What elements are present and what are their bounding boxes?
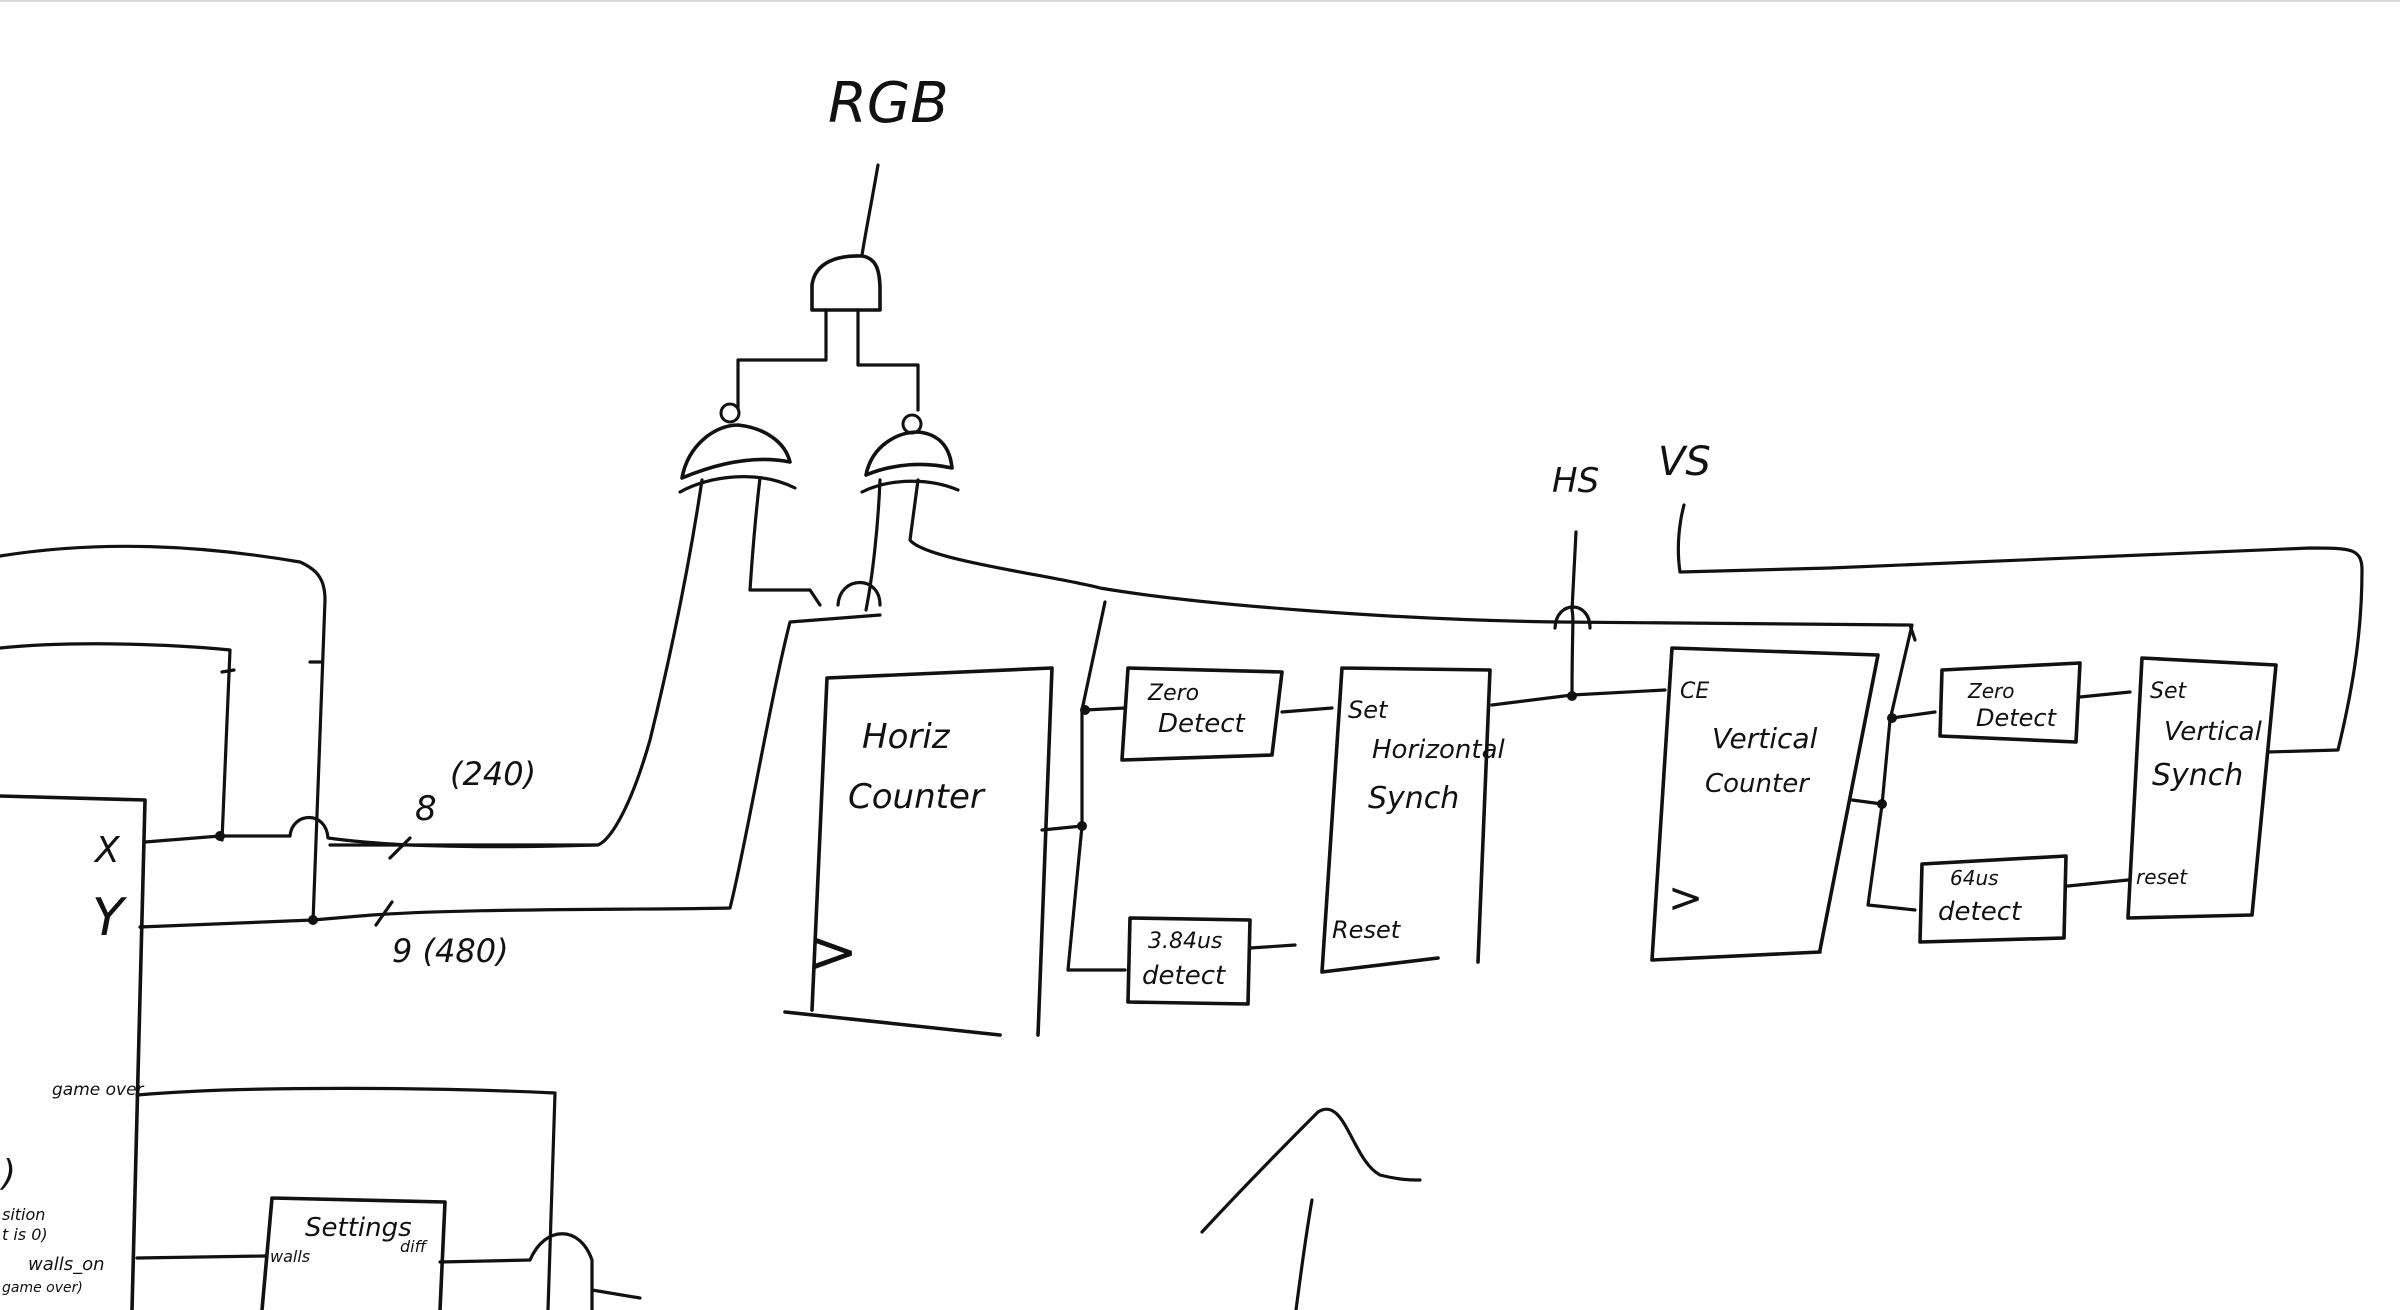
y-bus-label: 9 (480) (392, 932, 509, 970)
xnor-right-in-b (908, 478, 1917, 642)
hs-label: HS (1552, 461, 1599, 501)
game-over-wire (135, 1086, 557, 1310)
bottom-arrow-sketch (1200, 1107, 1422, 1234)
detect-3-84-to-reset (1248, 943, 1297, 950)
detect-3-84-box (1126, 916, 1252, 1006)
left-bus-upper (0, 544, 327, 924)
hs-output-wire (1490, 688, 1667, 707)
settings-out-wire (590, 1288, 642, 1300)
zero-detect-v-line1: Zero (1967, 679, 2014, 703)
x-bus-slash (388, 836, 412, 860)
x-bus-range-label: (240) (450, 755, 536, 793)
horiz-counter-line1: Horiz (862, 717, 951, 757)
vertical-counter-out (1850, 798, 1884, 806)
vertical-to-zero (1890, 710, 1937, 720)
horiz-counter-line2: Counter (848, 777, 986, 817)
left-cut-label-2: sition (2, 1205, 45, 1224)
hs-hop (1553, 605, 1592, 630)
vertical-counter-ce: CE (1680, 679, 1709, 704)
settings-box (260, 1196, 447, 1310)
horiz-counter-out (1040, 824, 1084, 832)
xnor-gate-left (680, 423, 792, 480)
wire-hop-horiz (836, 581, 882, 607)
zero-detect-h-box (1120, 666, 1284, 762)
xnor-left-bubble (719, 402, 741, 424)
vertical-synch-line2: Synch (2152, 758, 2243, 793)
vertical-counter-clock-symbol: > (1668, 873, 1703, 922)
zero-detect-v-line2: Detect (1976, 704, 2058, 732)
detect-64-line1: 64us (1950, 866, 1999, 890)
walls-on-label: walls_on (28, 1254, 105, 1275)
horizontal-synch-box (1320, 666, 1492, 974)
rgb-output-wire (860, 163, 880, 257)
horizontal-synch-reset: Reset (1332, 916, 1402, 944)
zero-detect-h-line2: Detect (1158, 709, 1246, 739)
vertical-synch-box (2126, 656, 2278, 920)
settings-diff-port: diff (400, 1237, 429, 1256)
left-bus-lower (0, 642, 232, 842)
and-gate (810, 254, 882, 312)
top-border (0, 0, 2400, 2)
xnor-gate-right (864, 430, 954, 477)
horiz-junction-2 (1077, 821, 1087, 831)
vertical-synch-reset: reset (2136, 865, 2188, 889)
settings-title: Settings (305, 1213, 412, 1243)
horiz-out-trunk (1066, 600, 1127, 972)
and-input-right (856, 308, 920, 412)
vertical-synch-set: Set (2150, 679, 2188, 704)
detect-64-to-reset (2066, 878, 2130, 888)
vertical-counter-line1: Vertical (1712, 722, 1818, 755)
vertical-synch-line1: Vertical (2164, 717, 2263, 747)
x-bus-junction (215, 831, 225, 841)
xnor-right-in-a (864, 478, 882, 612)
y-port-label: Y (92, 888, 128, 948)
horizontal-synch-line1: Horizontal (1372, 735, 1506, 765)
x-port-label: X (93, 830, 121, 871)
left-module-box (0, 794, 147, 1310)
zero-h-to-set (1280, 706, 1334, 714)
detect-64-box (1918, 854, 2068, 944)
vertical-counter-box (1650, 646, 1880, 962)
settings-diff-wire (438, 1232, 594, 1310)
horiz-to-zero (1083, 706, 1127, 712)
y-bus-junction (308, 915, 318, 925)
x-bus-wire (143, 815, 597, 849)
detect-3-84-line1: 3.84us (1148, 929, 1222, 954)
x-bus-width-label: 8 (415, 789, 437, 829)
detect-3-84-line2: detect (1142, 961, 1226, 991)
vertical-counter-line2: Counter (1705, 769, 1811, 799)
zero-detect-v-box (1938, 661, 2082, 744)
left-cut-label-4: game over) (2, 1280, 83, 1296)
settings-walls-port: walls (270, 1247, 310, 1266)
zero-v-to-set (2078, 690, 2132, 699)
xnor-left-in-b (748, 476, 822, 607)
xnor-left-back-arc (678, 475, 797, 494)
horiz-counter-box (783, 666, 1054, 1037)
horizontal-synch-line2: Synch (1368, 781, 1459, 816)
vs-label: VS (1658, 439, 1711, 485)
left-cut-label-3: t is 0) (2, 1225, 48, 1244)
y-bus-wire (138, 613, 882, 929)
left-cut-label-1: ) (0, 1153, 16, 1194)
horizontal-synch-set: Set (1348, 696, 1389, 724)
game-over-label: game over (52, 1080, 145, 1100)
rgb-label: RGB (828, 71, 949, 136)
and-input-left (736, 308, 828, 412)
zero-detect-h-line1: Zero (1147, 681, 1199, 706)
walls-on-wire (135, 1254, 267, 1260)
bottom-stem-sketch (1294, 1198, 1314, 1310)
y-bus-slash (374, 900, 394, 927)
detect-64-line2: detect (1938, 897, 2022, 927)
hs-up-wire (1570, 530, 1578, 698)
horiz-counter-clock-symbol: > (808, 917, 858, 987)
xnor-left-in-a (328, 478, 704, 847)
xnor-right-back-arc (860, 479, 960, 494)
vs-output-wire (1676, 503, 2364, 754)
left-bus-lower-tick (220, 668, 236, 674)
